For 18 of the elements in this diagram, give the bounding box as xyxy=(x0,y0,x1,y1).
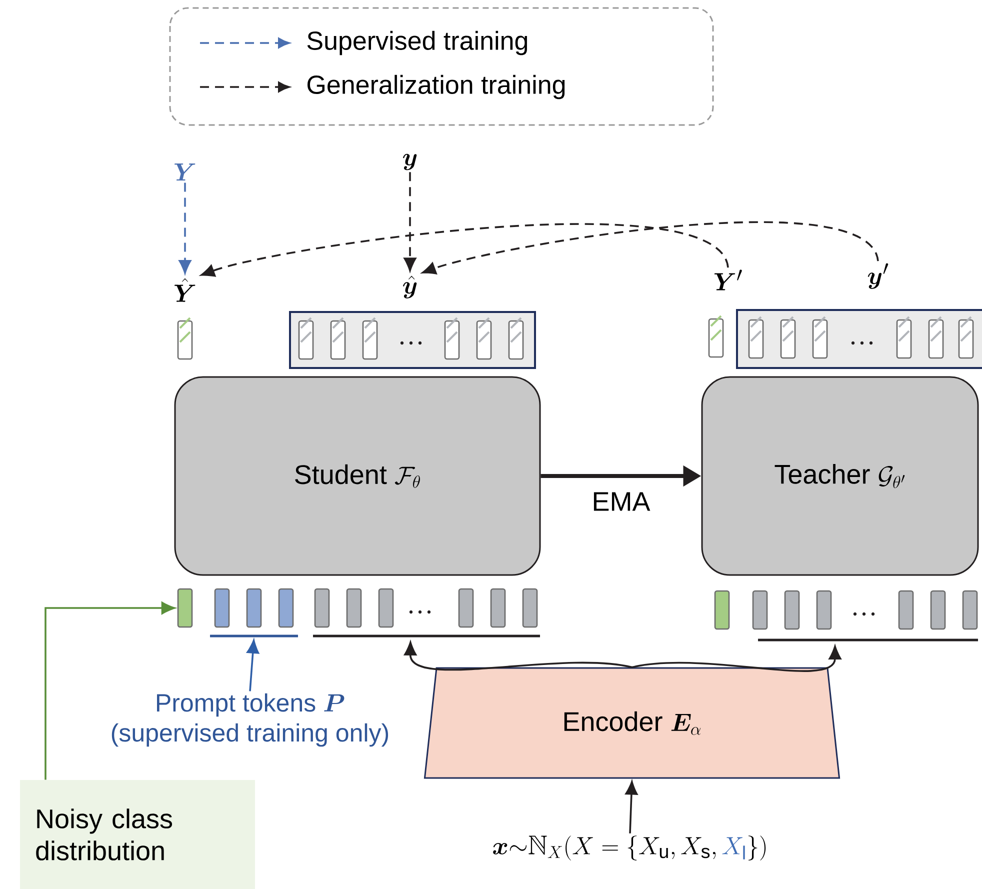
math-label: $\boldsymbol{y}'$ xyxy=(868,263,888,289)
edge-label: EMA xyxy=(594,492,650,511)
model-box: $\text{Teacher }\mathcal{G}_{\theta'}$ xyxy=(701,376,979,576)
underline-bar xyxy=(313,634,540,638)
math-label: $\boldsymbol{y}$ xyxy=(403,154,417,170)
math-label: $\boldsymbol{Y}'$ xyxy=(714,270,742,290)
math-label: $\boldsymbol{Y}$ xyxy=(174,163,196,181)
math-label: $\hat{\boldsymbol{Y}}$ xyxy=(174,278,196,302)
note-box: Noisy class distribution xyxy=(20,780,255,889)
prompt-label: $\text{Prompt tokens }\boldsymbol{P}$ (supervised training only) xyxy=(112,693,388,747)
underline-bar xyxy=(758,638,978,642)
input-formula: $\boldsymbol{x}{\sim}\mathbb{N}_X(X=\{X_\mathrm{u}, X_\mathrm{s}, \textcolor[HTML]{3F6DB5}{X_\mathrm{l}}\})$ xyxy=(493,836,766,860)
model-box: $\text{Student }\mathcal{F}_{\theta}$ xyxy=(174,376,541,576)
underline-bar xyxy=(210,634,298,638)
token xyxy=(177,588,193,628)
legend-item: Supervised training xyxy=(200,30,528,56)
math-label: $\hat{\boldsymbol{y}}$ xyxy=(403,276,417,298)
legend-item: Generalization training xyxy=(200,74,565,100)
